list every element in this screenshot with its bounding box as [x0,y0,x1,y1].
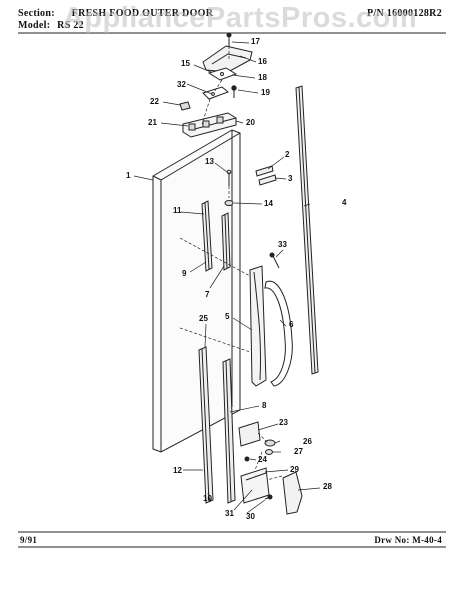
callout-19: 19 [261,88,270,97]
model-label: Model: [18,20,51,31]
callout-33: 33 [278,240,287,249]
door-fasteners [224,169,234,206]
callout-12: 12 [173,466,182,475]
callout-8: 8 [262,401,267,410]
callout-21: 21 [148,118,157,127]
callout-1: 1 [126,171,131,180]
trim-clip-parts [255,165,277,186]
model-line: Model: RS 22 [18,20,84,31]
callout-3: 3 [288,174,293,183]
door-handle-part [249,265,267,387]
callout-14: 14 [264,199,273,208]
callout-28: 28 [323,482,332,491]
section-label: Section: [18,8,55,19]
callout-18: 18 [258,73,267,82]
bottom-hinge-fasteners [244,439,276,462]
door-panel-part [152,129,241,453]
callout-9: 9 [182,269,187,278]
hinge-plate-part [207,67,238,81]
callout-24: 24 [258,455,267,464]
callout-32: 32 [177,80,186,89]
gasket-strip-part [295,85,319,375]
footer-drawing-number: Drw No: M-40-4 [374,535,442,545]
model-value: RS 22 [57,20,84,31]
callout-6: 6 [289,320,294,329]
handle-screw [269,252,280,269]
callout-4: 4 [342,198,347,207]
handle-trim-part [264,280,293,387]
callout-15: 15 [181,59,190,68]
bracket-screw [264,494,273,500]
callout-16: 16 [258,57,267,66]
section-line: Section: FRESH FOOD OUTER DOOR [18,8,213,19]
part-number: P/N 16000128R2 [366,8,442,19]
hinge-cover-bottom-part [282,471,303,515]
callout-2: 2 [285,150,290,159]
leader-lines [133,41,321,514]
callout-7: 7 [205,290,210,299]
hinge-screws [226,32,237,98]
section-value: FRESH FOOD OUTER DOOR [71,8,214,19]
callout-27: 27 [294,447,303,456]
callout-13: 13 [205,157,214,166]
alignment-lines [179,46,283,481]
top-hinge-assembly [182,112,237,138]
hinge-bracket-part [202,86,229,100]
callout-30: 30 [246,512,255,521]
callout-5: 5 [225,312,230,321]
callout-25: 25 [199,314,208,323]
lower-channels [198,346,236,504]
callout-17: 17 [251,37,260,46]
bottom-hinge-part [238,421,261,447]
callout-29: 29 [290,465,299,474]
callout-22: 22 [150,97,159,106]
callout-11: 11 [173,206,182,215]
callout-31: 31 [225,509,234,518]
hinge-cover-part [202,45,253,73]
clip-part [179,101,191,111]
callout-10: 10 [203,494,212,503]
callout-20: 20 [246,118,255,127]
upper-channels [201,200,231,272]
callout-23: 23 [279,418,288,427]
footer-date: 9/91 [20,535,38,545]
callout-26: 26 [303,437,312,446]
